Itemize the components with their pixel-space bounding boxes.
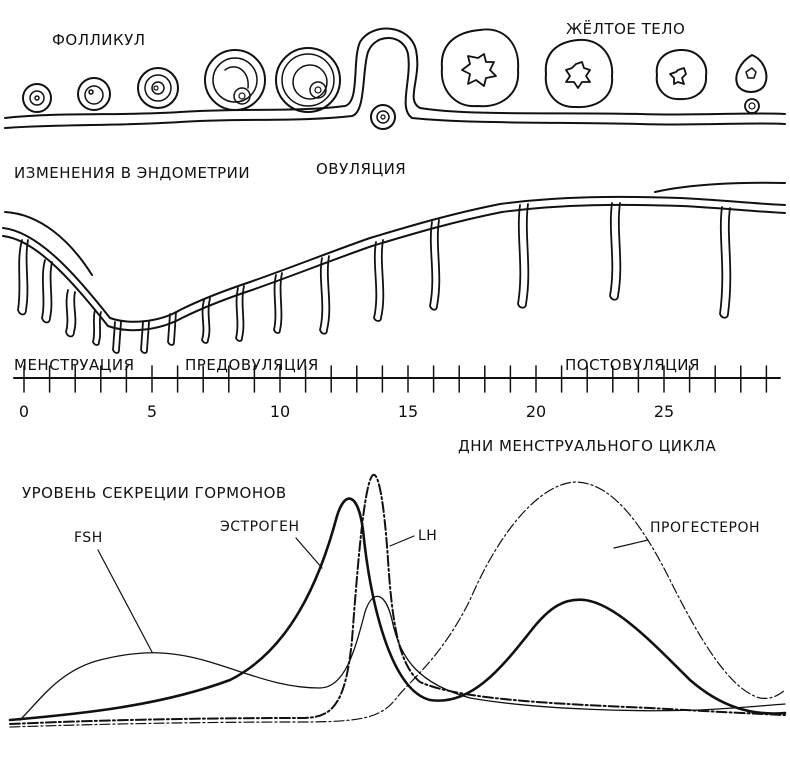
corpus-luteum-2	[544, 38, 614, 109]
hormone-section: УРОВЕНЬ СЕКРЕЦИИ ГОРМОНОВ FSH ЭСТРОГЕН L…	[8, 473, 787, 728]
axis-tick-label: 15	[398, 402, 418, 421]
lh-label: LH	[418, 528, 437, 544]
preovulation-label: ПРЕДОВУЛЯЦИЯ	[185, 356, 319, 374]
follicle-3	[137, 67, 179, 109]
ovulation-label: ОВУЛЯЦИЯ	[316, 160, 406, 178]
follicle-1	[22, 83, 52, 113]
progesterone-label: ПРОГЕСТЕРОН	[650, 520, 760, 536]
corpus-luteum-1	[440, 28, 520, 108]
axis-tick-label: 25	[654, 402, 674, 421]
axis-tick-label: 20	[526, 402, 546, 421]
hormone-level-label: УРОВЕНЬ СЕКРЕЦИИ ГОРМОНОВ	[22, 484, 287, 502]
axis-tick-label: 5	[147, 402, 157, 421]
fsh-leader	[97, 549, 153, 653]
progesterone-leader	[613, 539, 649, 549]
lh-leader	[389, 535, 415, 547]
ovary-inner-line	[4, 37, 786, 129]
corpus-luteum-4	[735, 54, 768, 114]
axis-ticks	[23, 365, 768, 393]
lh-curve	[9, 473, 786, 725]
axis-tick-labels: 0 5 10 15 20 25	[19, 402, 674, 421]
axis-title: ДНИ МЕНСТРУАЛЬНОГО ЦИКЛА	[458, 437, 716, 455]
endometrium-surface	[2, 195, 786, 323]
day-axis: МЕНСТРУАЦИЯ ПРЕДОВУЛЯЦИЯ ПОСТОВУЛЯЦИЯ 0 5…	[13, 356, 781, 455]
corpus-luteum-3	[655, 48, 708, 101]
progesterone-curve	[9, 481, 786, 728]
estrogen-curve	[8, 497, 787, 722]
estrogen-label: ЭСТРОГЕН	[220, 519, 299, 535]
estrogen-leader	[295, 537, 323, 569]
follicle-label: ФОЛЛИКУЛ	[52, 31, 146, 49]
endometrium-surface-inner	[2, 203, 786, 332]
ovulated-egg	[370, 104, 396, 130]
axis-tick-label: 0	[19, 402, 29, 421]
ovary-surface-line	[4, 27, 786, 119]
menstruation-label: МЕНСТРУАЦИЯ	[14, 356, 135, 374]
follicle-2	[77, 77, 111, 111]
endometrium-section: ИЗМЕНЕНИЯ В ЭНДОМЕТРИИ ОВУЛЯЦИЯ	[2, 160, 786, 354]
ovary-section: ФОЛЛИКУЛ ЖЁЛТОЕ ТЕЛО	[4, 19, 786, 130]
corpus-luteum-label: ЖЁЛТОЕ ТЕЛО	[566, 19, 685, 38]
endometrial-glands	[17, 202, 732, 354]
endometrium-top-cap	[4, 181, 786, 276]
postovulation-label: ПОСТОВУЛЯЦИЯ	[565, 356, 700, 374]
fsh-curve	[19, 595, 786, 721]
follicle-5	[275, 47, 341, 113]
follicle-4	[204, 49, 266, 111]
fsh-label: FSH	[74, 530, 103, 546]
axis-tick-label: 10	[270, 402, 290, 421]
endometrium-changes-label: ИЗМЕНЕНИЯ В ЭНДОМЕТРИИ	[14, 164, 250, 182]
